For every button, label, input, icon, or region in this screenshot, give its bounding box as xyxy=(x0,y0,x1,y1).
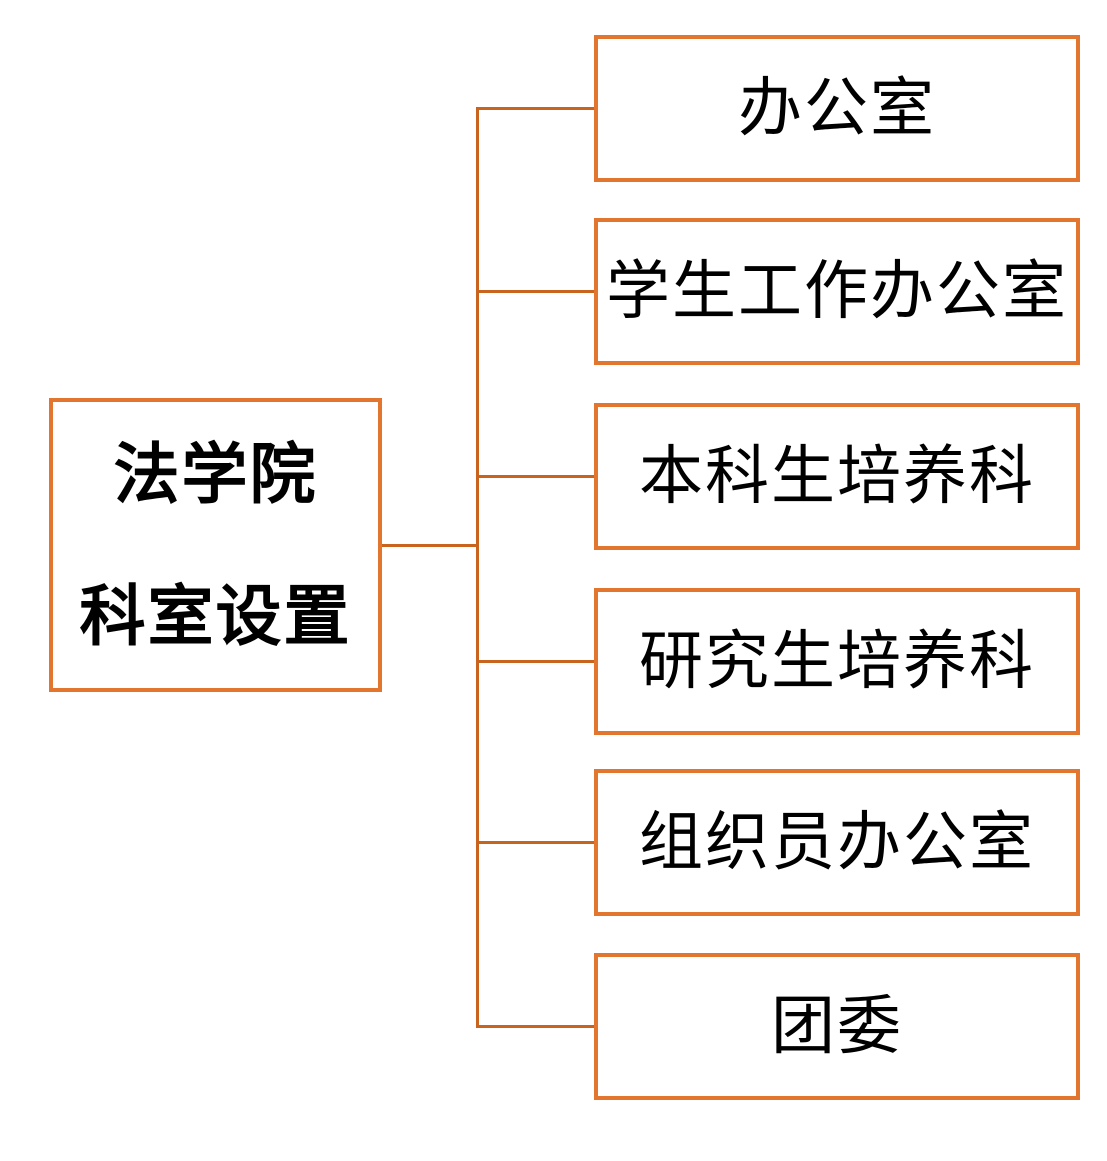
child-node-label: 组织员办公室 xyxy=(639,805,1035,878)
child-node-label: 本科生培养科 xyxy=(639,439,1035,512)
child-node-label: 团委 xyxy=(771,989,903,1062)
child-node-youth-league: 团委 xyxy=(594,953,1080,1100)
connector-spine xyxy=(476,107,479,1028)
child-node-student-affairs-office: 学生工作办公室 xyxy=(594,218,1080,365)
child-node-label: 办公室 xyxy=(738,71,936,144)
connector-root-to-spine xyxy=(382,544,479,547)
root-node-title-line1: 法学院 xyxy=(113,437,318,511)
connector-branch-5 xyxy=(476,841,594,844)
connector-branch-1 xyxy=(476,107,594,110)
connector-branch-4 xyxy=(476,660,594,663)
connector-branch-2 xyxy=(476,290,594,293)
child-node-label: 学生工作办公室 xyxy=(606,254,1068,327)
connector-branch-3 xyxy=(476,475,594,478)
root-node-title-line2: 科室设置 xyxy=(79,579,352,653)
child-node-organizer-office: 组织员办公室 xyxy=(594,769,1080,916)
root-node: 法学院 科室设置 xyxy=(49,398,382,692)
child-node-graduate-training: 研究生培养科 xyxy=(594,588,1080,735)
child-node-label: 研究生培养科 xyxy=(639,624,1035,697)
child-node-office: 办公室 xyxy=(594,35,1080,182)
connector-branch-6 xyxy=(476,1025,594,1028)
child-node-undergraduate-training: 本科生培养科 xyxy=(594,403,1080,550)
